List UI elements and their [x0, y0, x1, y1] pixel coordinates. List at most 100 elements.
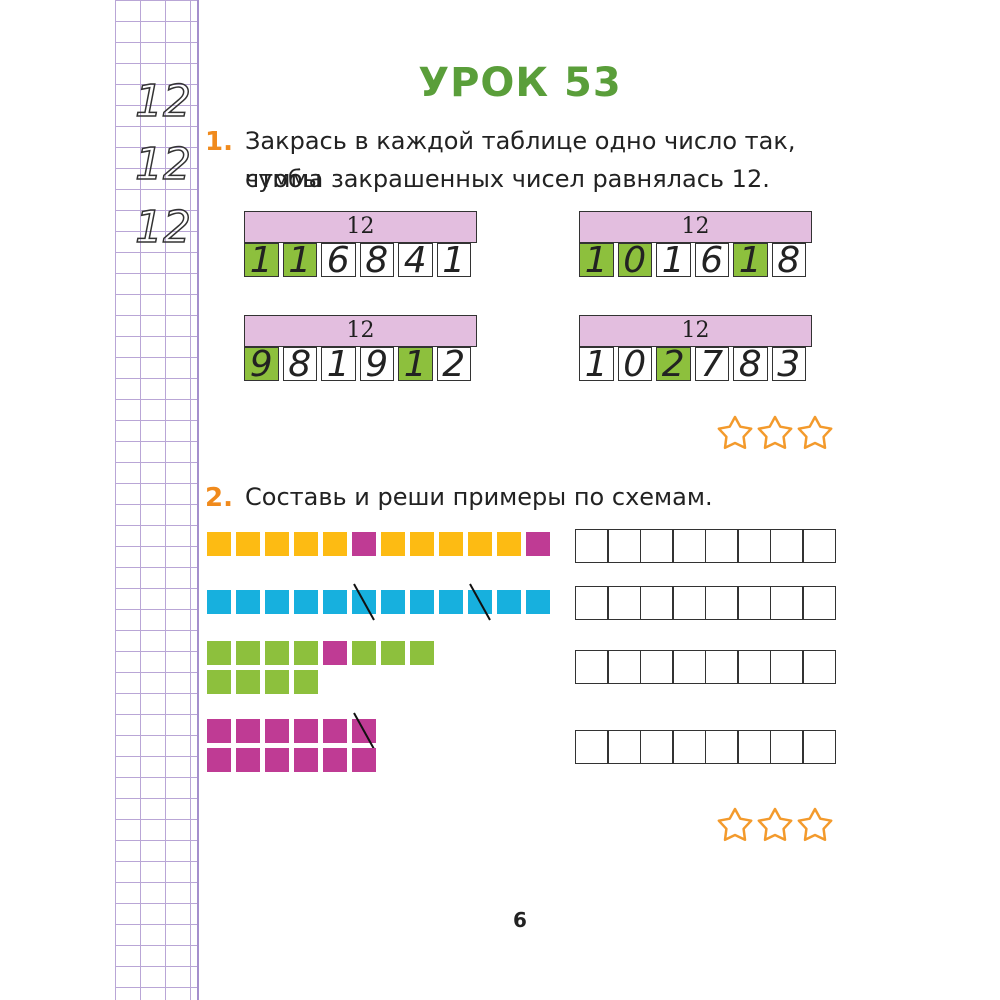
answer-box[interactable] — [640, 529, 673, 563]
answer-box[interactable] — [672, 529, 706, 563]
scheme-square — [294, 532, 318, 556]
scheme-square — [236, 532, 260, 556]
answer-box[interactable] — [672, 650, 706, 684]
answer-box[interactable] — [640, 730, 673, 764]
scheme-square — [323, 748, 347, 772]
answer-box[interactable] — [640, 650, 673, 684]
table-cell[interactable]: 4 — [398, 243, 433, 279]
scheme-square — [323, 641, 347, 665]
scheme-square — [439, 590, 463, 614]
scheme-square — [352, 748, 376, 772]
table-header-sum: 12 — [244, 315, 477, 347]
answer-box[interactable] — [575, 730, 608, 764]
scheme-square — [207, 719, 231, 743]
answer-box[interactable] — [802, 586, 836, 620]
scheme-square — [294, 748, 318, 772]
tracing-digit: 2 — [162, 202, 192, 253]
answer-box[interactable] — [737, 730, 771, 764]
answer-box[interactable] — [607, 586, 641, 620]
table-cell-filled[interactable]: 0 — [617, 243, 652, 279]
answer-box[interactable] — [802, 730, 836, 764]
page-number: 6 — [513, 908, 527, 932]
table-cell[interactable]: 6 — [321, 243, 356, 279]
task2-number: 2. — [205, 483, 233, 513]
star-icon[interactable] — [717, 807, 753, 842]
scheme-square — [410, 532, 434, 556]
table-cell-filled[interactable]: 1 — [579, 243, 614, 279]
scheme-square — [294, 641, 318, 665]
answer-box[interactable] — [607, 730, 641, 764]
table-cell[interactable]: 1 — [656, 243, 691, 279]
scheme-square — [207, 748, 231, 772]
tracing-digit: 1 — [134, 139, 164, 190]
answer-box[interactable] — [770, 650, 803, 684]
answer-box[interactable] — [737, 529, 771, 563]
table-cell-filled[interactable]: 2 — [656, 347, 691, 383]
task1-text-line1: Закрась в каждой таблице одно число так,… — [245, 127, 796, 193]
scheme-square — [294, 590, 318, 614]
table-cell[interactable]: 9 — [359, 347, 394, 383]
table-cell[interactable]: 0 — [617, 347, 652, 383]
table-cell[interactable]: 1 — [436, 243, 471, 279]
answer-box[interactable] — [640, 586, 673, 620]
scheme-square — [352, 641, 376, 665]
table-cell[interactable]: 2 — [436, 347, 471, 383]
page-title: УРОК 53 — [418, 60, 622, 106]
scheme-square — [265, 590, 289, 614]
star-icon[interactable] — [757, 807, 793, 842]
table-cell[interactable]: 8 — [282, 347, 317, 383]
scheme-square — [381, 590, 405, 614]
answer-box[interactable] — [705, 586, 738, 620]
answer-box[interactable] — [705, 730, 738, 764]
table-cell-filled[interactable]: 1 — [733, 243, 768, 279]
answer-box[interactable] — [672, 586, 706, 620]
star-icon[interactable] — [797, 415, 833, 450]
answer-box[interactable] — [575, 650, 608, 684]
answer-box[interactable] — [802, 650, 836, 684]
answer-box[interactable] — [737, 650, 771, 684]
answer-box[interactable] — [672, 730, 706, 764]
star-icon[interactable] — [717, 415, 753, 450]
task2-stars[interactable] — [716, 806, 834, 844]
scheme-square — [207, 590, 231, 614]
task1-stars[interactable] — [716, 414, 834, 452]
task1-number: 1. — [205, 127, 233, 157]
answer-box[interactable] — [607, 650, 641, 684]
answer-box[interactable] — [607, 529, 641, 563]
table-cell-filled[interactable]: 1 — [282, 243, 317, 279]
task1-text-line2: сумма закрашенных чисел равнялась 12. — [245, 165, 770, 193]
table-cell[interactable]: 1 — [321, 347, 356, 383]
table-cell[interactable]: 6 — [694, 243, 729, 279]
answer-box[interactable] — [770, 529, 803, 563]
answer-box[interactable] — [705, 650, 738, 684]
scheme-square — [410, 641, 434, 665]
answer-box[interactable] — [770, 730, 803, 764]
scheme-square — [439, 532, 463, 556]
table-cell[interactable]: 3 — [771, 347, 806, 383]
scheme-square — [265, 641, 289, 665]
scheme-square — [381, 532, 405, 556]
star-icon[interactable] — [797, 807, 833, 842]
answer-box[interactable] — [737, 586, 771, 620]
table-cell[interactable]: 1 — [579, 347, 614, 383]
star-icon[interactable] — [757, 415, 793, 450]
table-cell-filled[interactable]: 1 — [398, 347, 433, 383]
scheme-square — [265, 748, 289, 772]
table-cell-filled[interactable]: 1 — [244, 243, 279, 279]
table-cell[interactable]: 8 — [771, 243, 806, 279]
answer-box[interactable] — [575, 586, 608, 620]
table-cell[interactable]: 8 — [733, 347, 768, 383]
scheme-square — [410, 590, 434, 614]
grid-margin — [115, 0, 199, 1000]
answer-box[interactable] — [802, 529, 836, 563]
table-cell-filled[interactable]: 9 — [244, 347, 279, 383]
scheme-square — [352, 532, 376, 556]
answer-box[interactable] — [705, 529, 738, 563]
table-cell[interactable]: 8 — [359, 243, 394, 279]
answer-box[interactable] — [770, 586, 803, 620]
table-cell[interactable]: 7 — [694, 347, 729, 383]
answer-box[interactable] — [575, 529, 608, 563]
